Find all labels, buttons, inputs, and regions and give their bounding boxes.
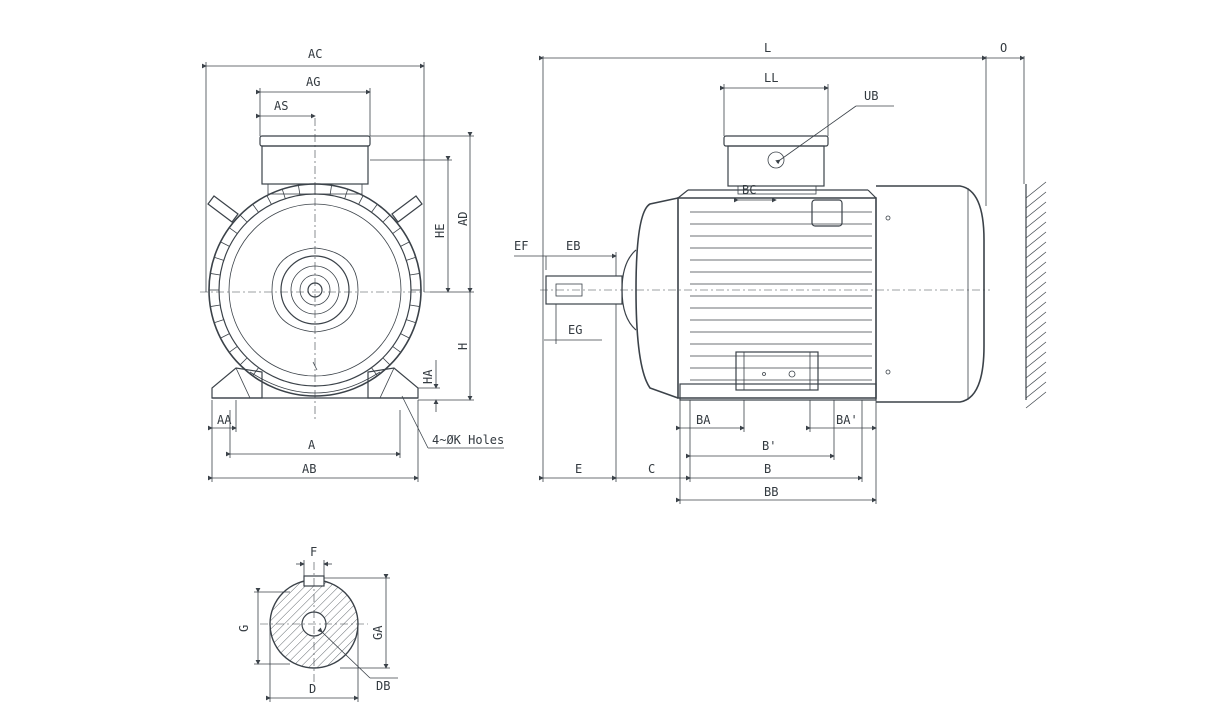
drawing-line	[1025, 211, 1047, 229]
drawing-line	[382, 214, 391, 223]
drawing-line	[1025, 351, 1047, 369]
drawing-line	[1025, 201, 1047, 219]
drawing-line	[400, 241, 410, 247]
drawing-line	[1025, 371, 1047, 389]
drawing-line	[1025, 291, 1047, 309]
shaft-section	[260, 562, 368, 684]
drawing-line	[1025, 241, 1047, 259]
dim-AD: AD	[456, 212, 470, 226]
dim-BC: BC	[742, 183, 756, 197]
dim-BA: BA	[696, 413, 711, 427]
dim-AG: AG	[306, 75, 320, 89]
dim-B: B	[764, 462, 771, 476]
drawing-line	[406, 256, 416, 261]
dim-holes: 4~ØK Holes	[432, 433, 504, 447]
front-view	[200, 118, 430, 420]
dim-O: O	[1000, 41, 1007, 55]
drawing-line	[210, 273, 221, 276]
drawing-line	[1025, 341, 1047, 359]
drawing-line	[229, 346, 238, 353]
shaft-dimensions: F G GA D DB	[237, 545, 398, 702]
dim-HA: HA	[421, 369, 435, 384]
drawing-line	[1025, 311, 1047, 329]
drawing-line	[1025, 381, 1047, 399]
side-view	[540, 135, 1047, 409]
drawing-line	[409, 273, 420, 276]
drawing-line	[392, 346, 401, 353]
drawing-line	[252, 204, 259, 213]
drawing-line	[1025, 251, 1047, 269]
dim-F: F	[310, 545, 317, 559]
dim-UB: UB	[864, 89, 878, 103]
drawing-line	[392, 227, 401, 234]
drawing-line	[220, 333, 230, 339]
drawing-line	[1025, 281, 1047, 299]
dim-E: E	[575, 462, 582, 476]
drawing-line	[266, 195, 272, 205]
drawing-line	[409, 304, 420, 307]
drawing-line	[239, 214, 248, 223]
dim-AB: AB	[302, 462, 316, 476]
dim-BA2: BA'	[836, 413, 858, 427]
front-dimensions: AC AG AS HE AD H HA AA A	[202, 47, 504, 482]
drawing-line	[358, 195, 364, 205]
dim-AS: AS	[274, 99, 288, 113]
drawing-line	[1025, 361, 1047, 379]
dim-L: L	[764, 41, 771, 55]
drawing-line	[344, 189, 349, 199]
drawing-line	[371, 204, 378, 213]
dim-AA: AA	[217, 413, 232, 427]
drawing-line	[214, 319, 224, 324]
drawing-line	[406, 319, 416, 324]
drawing-line	[1025, 331, 1047, 349]
dim-A: A	[308, 438, 316, 452]
drawing-line	[1025, 181, 1047, 199]
dim-BB: BB	[764, 485, 778, 499]
drawing-line	[382, 357, 391, 366]
drawing-line	[400, 333, 410, 339]
dim-H: H	[456, 343, 470, 350]
drawing-line	[210, 304, 221, 307]
dim-AC: AC	[308, 47, 322, 61]
drawing-line	[229, 227, 238, 234]
dim-EF: EF	[514, 239, 528, 253]
dim-LL: LL	[764, 71, 778, 85]
side-dimensions: L O LL UB BC EF EB EG BA	[514, 41, 1025, 504]
drawing-line	[1025, 261, 1047, 279]
drawing-line	[1025, 271, 1047, 289]
drawing-line	[214, 256, 224, 261]
drawing-line	[1025, 221, 1047, 239]
drawing-line	[1025, 191, 1047, 209]
drawing-line	[1025, 321, 1047, 339]
dim-B2: B'	[762, 439, 776, 453]
dim-C: C	[648, 462, 655, 476]
drawing-line	[220, 241, 230, 247]
drawing-line	[1025, 391, 1047, 409]
dim-GA: GA	[371, 625, 385, 640]
dim-HE: HE	[433, 224, 447, 238]
drawing-line	[281, 189, 286, 199]
drawing-line	[239, 357, 248, 366]
dim-EB: EB	[566, 239, 580, 253]
drawing-line	[329, 185, 332, 196]
dim-D: D	[309, 682, 316, 696]
drawing-line	[1025, 231, 1047, 249]
dim-EG: EG	[568, 323, 582, 337]
dim-DB: DB	[376, 679, 390, 693]
dim-G: G	[237, 625, 251, 632]
drawing-line	[298, 185, 301, 196]
drawing-line	[1025, 301, 1047, 319]
